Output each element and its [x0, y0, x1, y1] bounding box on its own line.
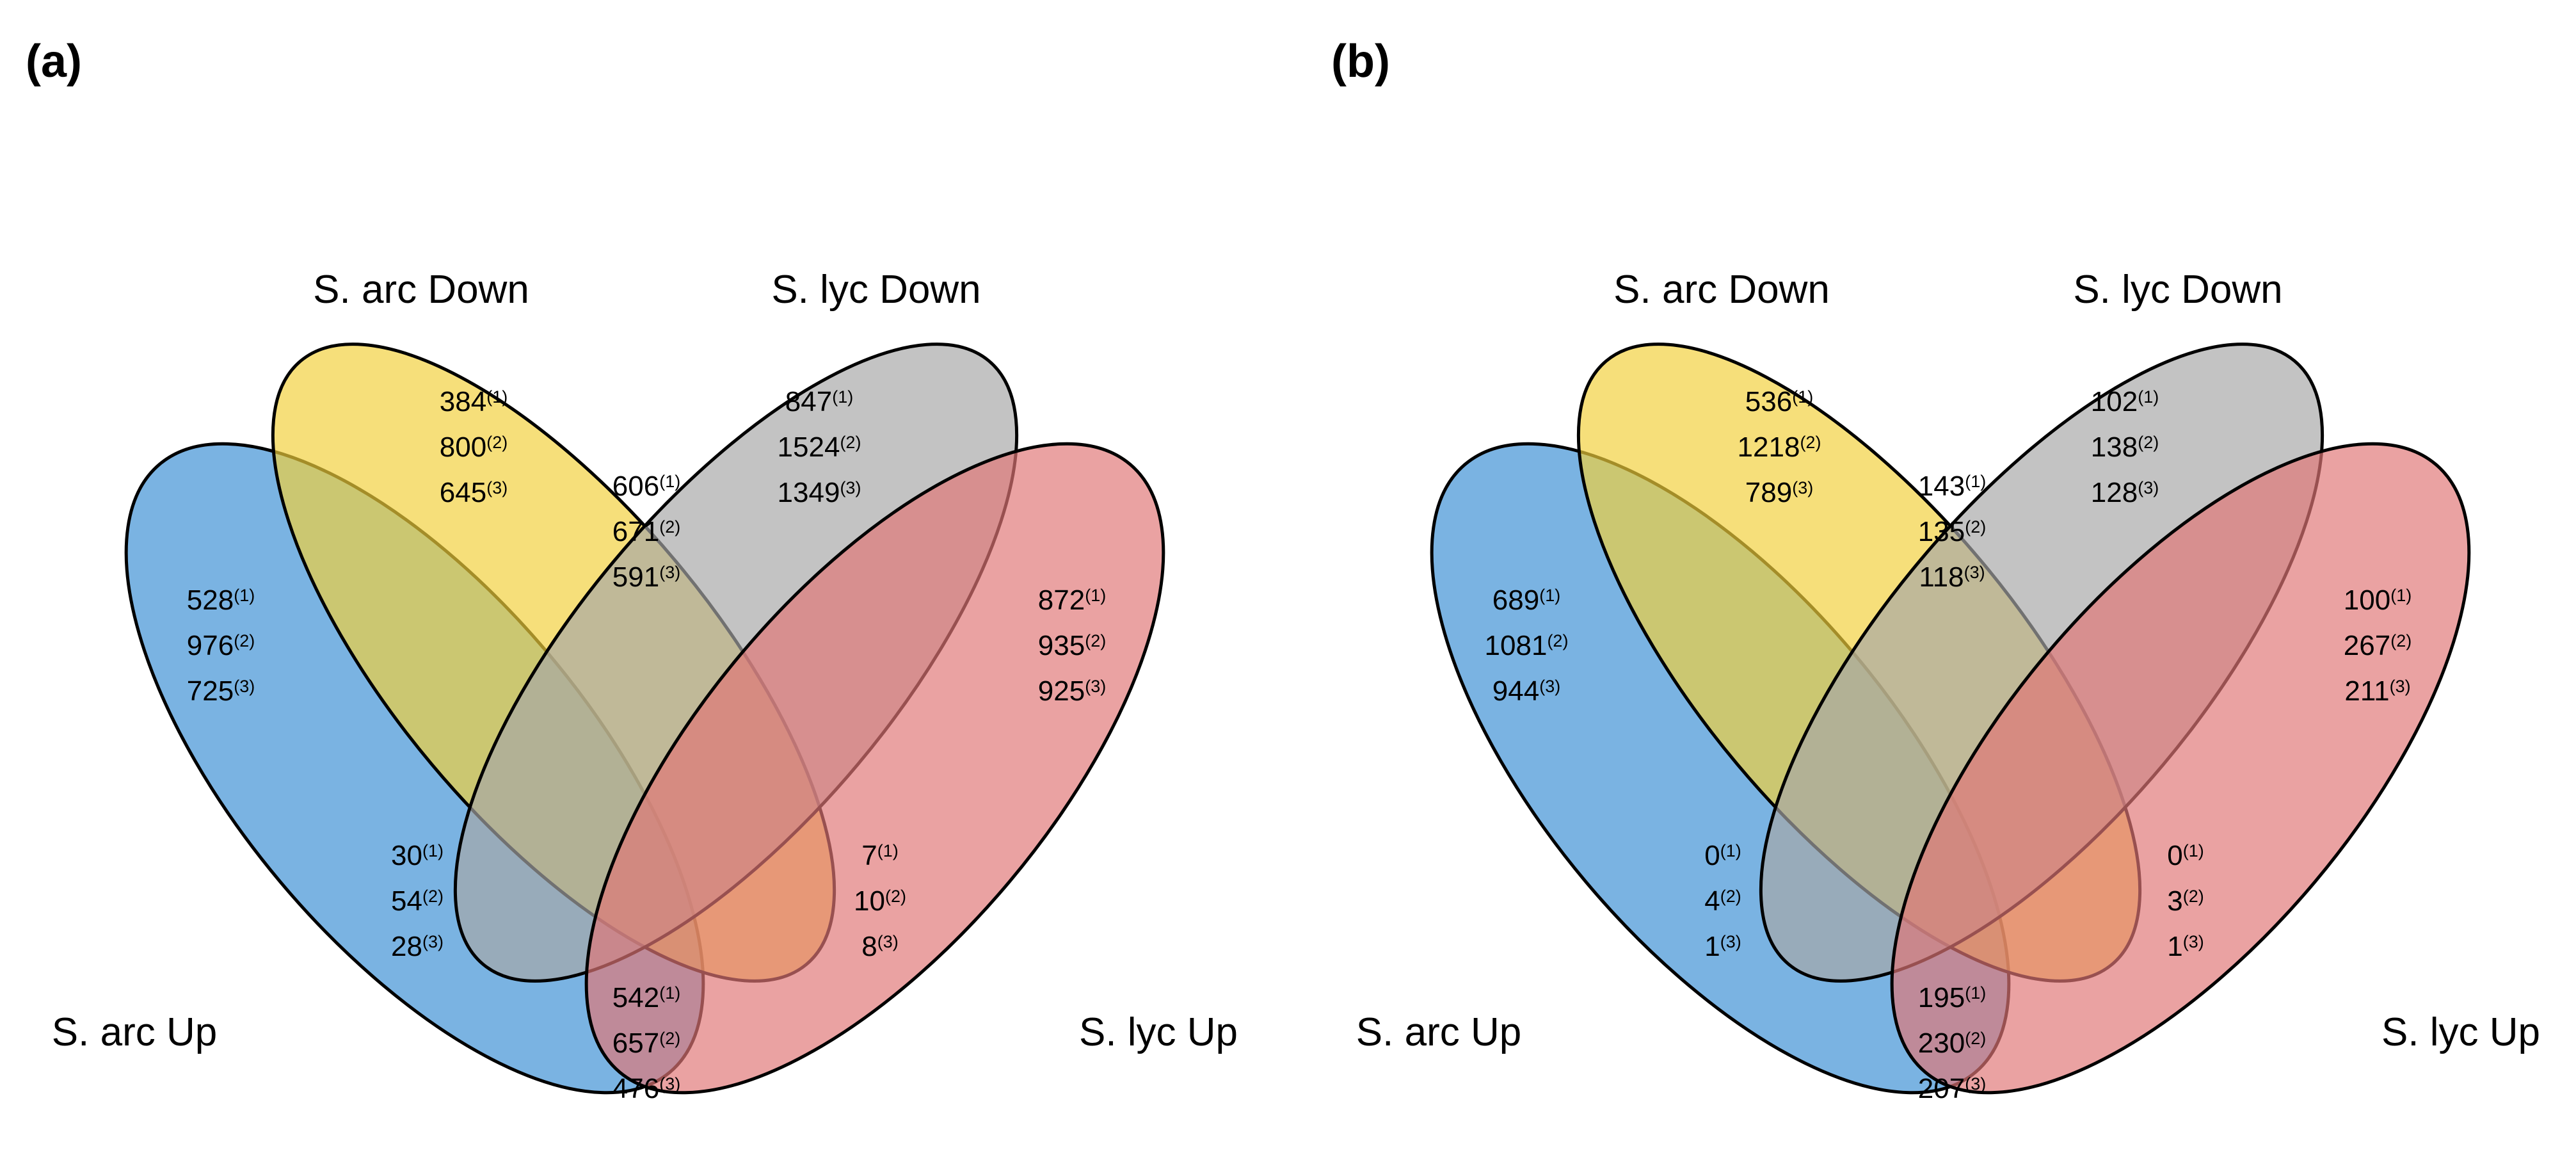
- count-2: 230(2): [1918, 1028, 1986, 1059]
- count-3: 645(3): [440, 477, 508, 508]
- count-1: 606(1): [612, 471, 680, 502]
- count-1: 102(1): [2091, 386, 2159, 417]
- count-1: 0(1): [1704, 840, 1741, 871]
- count-1: 0(1): [2167, 840, 2204, 871]
- set-label-s-lyc-down: S. lyc Down: [771, 268, 980, 312]
- set-label-s-lyc-down: S. lyc Down: [2073, 268, 2282, 312]
- ellipse-s-lyc-up: [1890, 442, 2471, 1095]
- count-1: 195(1): [1918, 982, 1986, 1013]
- set-label-s-arc-down: S. arc Down: [1613, 268, 1830, 312]
- count-3: 128(3): [2091, 477, 2159, 508]
- count-3: 211(3): [2344, 675, 2410, 707]
- region-arc-down-only: 384(1) 800(2) 645(3): [440, 386, 508, 508]
- count-2: 4(2): [1704, 885, 1741, 917]
- count-3: 207(3): [1918, 1073, 1986, 1104]
- venn-ellipses: [1430, 343, 2471, 1095]
- region-arc-down-lyc-down: 606(1) 671(2) 591(3): [612, 471, 680, 593]
- count-2: 657(2): [612, 1028, 680, 1059]
- count-2: 135(2): [1918, 516, 1986, 547]
- region-arc-up-lyc-down: 30(1) 54(2) 28(3): [391, 840, 444, 962]
- count-3: 28(3): [391, 931, 444, 962]
- region-arc-up-only: 689(1) 1081(2) 944(3): [1485, 584, 1569, 707]
- count-3: 1349(3): [778, 477, 861, 508]
- region-lyc-down-only: 102(1) 138(2) 128(3): [2091, 386, 2159, 508]
- count-1: 872(1): [1038, 584, 1106, 616]
- count-2: 800(2): [440, 431, 508, 463]
- count-3: 591(3): [612, 561, 680, 593]
- region-arc-down-only: 536(1) 1218(2) 789(3): [1738, 386, 1821, 508]
- panel-label: (b): [1331, 36, 1390, 87]
- count-1: 542(1): [612, 982, 680, 1013]
- count-1: 30(1): [391, 840, 444, 871]
- count-2: 1524(2): [778, 431, 861, 463]
- count-2: 10(2): [854, 885, 906, 917]
- count-1: 100(1): [2344, 584, 2412, 616]
- set-label-s-arc-down: S. arc Down: [313, 268, 529, 312]
- count-1: 7(1): [861, 840, 898, 871]
- venn-ellipses: [124, 343, 1165, 1095]
- count-3: 925(3): [1038, 675, 1106, 707]
- count-3: 8(3): [861, 931, 898, 962]
- region-arc-up-lyc-down: 0(1) 4(2) 1(3): [1704, 840, 1741, 962]
- region-arc-down-lyc-up: 0(1) 3(2) 1(3): [2167, 840, 2204, 962]
- count-2: 267(2): [2344, 630, 2412, 661]
- count-2: 976(2): [187, 630, 255, 661]
- region-lyc-up-only: 872(1) 935(2) 925(3): [1038, 584, 1106, 707]
- count-2: 3(2): [2167, 885, 2204, 917]
- count-3: 118(3): [1919, 561, 1985, 593]
- count-3: 1(3): [2167, 931, 2204, 962]
- count-1: 143(1): [1918, 471, 1986, 502]
- count-2: 935(2): [1038, 630, 1106, 661]
- count-2: 138(2): [2091, 431, 2159, 463]
- set-label-s-arc-up: S. arc Up: [52, 1010, 217, 1054]
- region-arc-up-lyc-up: 542(1) 657(2) 476(3): [612, 982, 680, 1104]
- count-2: 1218(2): [1738, 431, 1821, 463]
- ellipse-s-lyc-up: [584, 442, 1165, 1095]
- count-3: 725(3): [187, 675, 255, 707]
- count-1: 536(1): [1745, 386, 1813, 417]
- set-label-s-lyc-up: S. lyc Up: [1079, 1010, 1238, 1054]
- panel-label: (a): [26, 36, 82, 87]
- region-lyc-up-only: 100(1) 267(2) 211(3): [2344, 584, 2412, 707]
- set-label-s-lyc-up: S. lyc Up: [2381, 1010, 2540, 1054]
- region-arc-down-lyc-down: 143(1) 135(2) 118(3): [1918, 471, 1986, 593]
- count-1: 384(1): [440, 386, 508, 417]
- count-1: 528(1): [187, 584, 255, 616]
- region-lyc-down-only: 847(1) 1524(2) 1349(3): [778, 386, 861, 508]
- panel-a: (a) S. arc Down S. lyc Down S. arc Up S.…: [26, 36, 1238, 1104]
- count-1: 847(1): [785, 386, 853, 417]
- set-label-s-arc-up: S. arc Up: [1356, 1010, 1521, 1054]
- region-arc-up-only: 528(1) 976(2) 725(3): [187, 584, 255, 707]
- count-3: 944(3): [1492, 675, 1560, 707]
- count-3: 1(3): [1704, 931, 1741, 962]
- region-arc-down-lyc-up: 7(1) 10(2) 8(3): [854, 840, 906, 962]
- count-2: 671(2): [612, 516, 680, 547]
- count-3: 789(3): [1745, 477, 1813, 508]
- count-1: 689(1): [1492, 584, 1560, 616]
- count-2: 1081(2): [1485, 630, 1569, 661]
- panel-b: (b) S. arc Down S. lyc Down S. arc Up S.…: [1331, 36, 2540, 1104]
- count-2: 54(2): [391, 885, 444, 917]
- count-3: 476(3): [612, 1073, 680, 1104]
- region-arc-up-lyc-up: 195(1) 230(2) 207(3): [1918, 982, 1986, 1104]
